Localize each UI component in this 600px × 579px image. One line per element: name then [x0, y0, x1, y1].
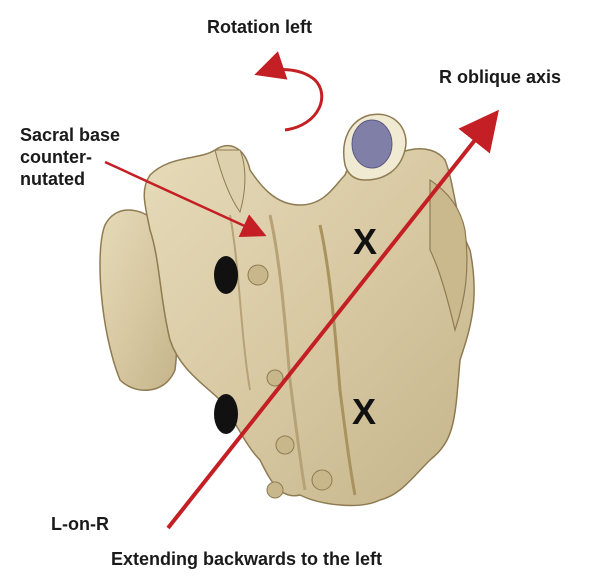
tubercle — [266, 369, 284, 387]
rotation-left-label: Rotation left — [207, 17, 312, 37]
sacral-foramen-lower — [214, 394, 238, 434]
left-superior-process — [214, 149, 246, 214]
median-crest — [268, 214, 307, 491]
sacral-label-line: Sacral base — [20, 125, 121, 145]
tubercle — [275, 435, 295, 455]
extending-backwards-label: Extending backwards to the left — [111, 549, 383, 569]
sacral-label-line: counter- — [20, 147, 92, 167]
sacral-base-label: Sacral base counter- nutated — [20, 124, 120, 190]
tubercle — [247, 264, 269, 286]
sacral-label-line: nutated — [20, 169, 85, 189]
right-ala — [429, 178, 468, 333]
r-oblique-axis-label: R oblique axis — [439, 67, 562, 87]
x-marker-lower: X — [352, 391, 377, 432]
lateral-ridge-right — [318, 224, 357, 496]
sacral-foramen-upper — [214, 256, 238, 294]
sacrum-body — [143, 145, 475, 507]
rotation-arrow — [254, 51, 324, 132]
x-marker-upper: X — [353, 221, 378, 262]
oblique-axis-arrow — [166, 109, 499, 530]
sacral-base-pointer — [104, 160, 267, 238]
tubercle — [266, 481, 284, 499]
tubercle — [311, 469, 333, 491]
lateral-ridge-left — [229, 214, 251, 391]
articular-facet — [351, 119, 393, 169]
l-on-r-label: L-on-R — [51, 514, 109, 534]
